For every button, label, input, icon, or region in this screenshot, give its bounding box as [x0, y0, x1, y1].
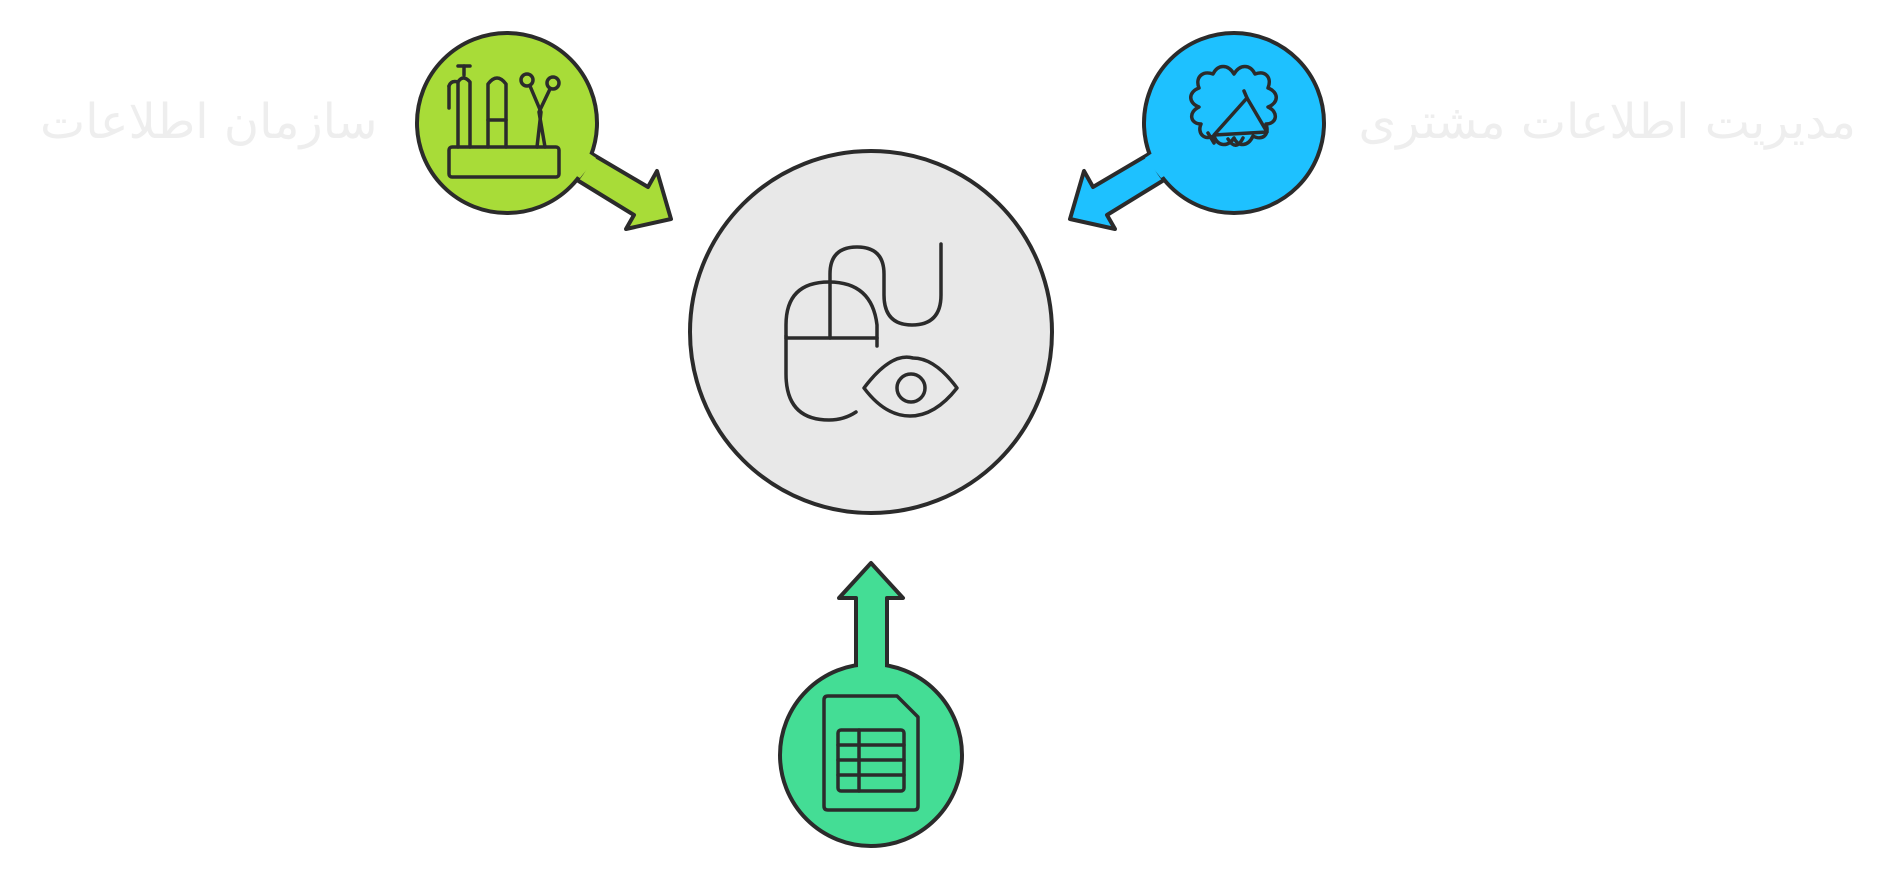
left-node: [415, 31, 673, 231]
right-node-seam: [1145, 150, 1171, 178]
spreadsheet-document-icon: [822, 694, 920, 812]
bottom-node-seam: [858, 655, 885, 671]
left-node-seam: [570, 150, 596, 178]
bottom-node: [778, 561, 964, 848]
center-node-circle: [688, 149, 1054, 515]
megaphone-badge-icon: [1189, 64, 1278, 147]
right-node: [1068, 31, 1326, 231]
label-information-organization: سازمان اطلاعات: [40, 94, 378, 150]
right-arrow: [1068, 152, 1166, 231]
bottom-node-circle: [778, 662, 964, 848]
center-node: [688, 149, 1054, 515]
label-customer-information-management: مدیریت اطلاعات مشتری: [1358, 94, 1856, 150]
right-node-circle: [1142, 31, 1326, 215]
left-arrow: [575, 152, 673, 231]
mouse-eye-icon: [784, 242, 959, 422]
bottom-arrow: [837, 561, 905, 666]
desk-organizer-icon: [447, 64, 561, 179]
